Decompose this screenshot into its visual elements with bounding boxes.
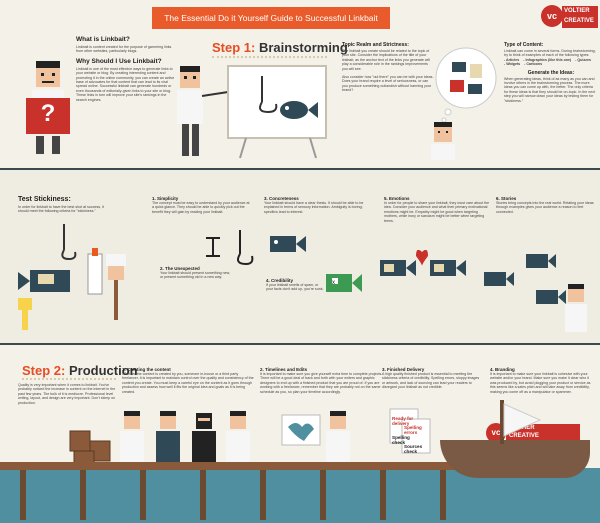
stickiness-item-5: 5. Emotions In order for people to share… xyxy=(384,196,490,223)
glue-fish-illustration xyxy=(18,224,126,330)
paper-label: Sources check xyxy=(404,444,423,454)
presenter-illustration xyxy=(177,65,327,159)
thinking-guy-illustration xyxy=(431,47,497,160)
step2-intro-text: Quality is very important when it comes … xyxy=(18,383,116,405)
page-title: The Essential Do it Yourself Guide to Su… xyxy=(164,13,378,23)
step2-title: Step 2: Production xyxy=(22,363,138,378)
list-item: - Cartoons xyxy=(524,62,543,67)
production-item-4: 4. Branding It is important to make sure… xyxy=(490,367,591,394)
credibility-fish-icon: x xyxy=(326,274,362,292)
header-banner: The Essential Do it Yourself Guide to Su… xyxy=(152,7,390,29)
ideas-text: When generating ideas, think of as many … xyxy=(504,76,596,103)
what-text: Linkbait is content created for the purp… xyxy=(76,45,172,54)
question-mark: ? xyxy=(40,100,56,127)
stories-fish-icon xyxy=(484,254,587,332)
production-dock-illustration xyxy=(69,408,431,466)
ship-mast xyxy=(500,400,542,444)
stickiness-item-2: 2. The Unexpected Your linkbait should p… xyxy=(160,266,230,280)
stickiness-item-4: 4. Credibility If your linkbait smells o… xyxy=(266,278,324,292)
divider xyxy=(212,56,327,58)
ideas-heading: Generate the Ideas: xyxy=(527,69,575,76)
dock xyxy=(0,462,470,470)
production-item-1: 1. Creating the content Whether the cont… xyxy=(122,367,254,394)
dock-pilings xyxy=(20,470,446,520)
svg-text:x: x xyxy=(332,280,335,286)
content-text: Linkbait can come in several forms. Duri… xyxy=(504,49,596,58)
list-item: - Quizzes xyxy=(575,57,591,62)
list-item: - Articles xyxy=(504,57,520,62)
logo-text-top: VOLTIER xyxy=(564,8,590,14)
stickiness-item-6: 6. Stories Stories bring concepts into t… xyxy=(496,196,594,214)
divider xyxy=(22,378,116,380)
question-guy-illustration xyxy=(26,61,70,154)
why-text: Linkbait is one of the most effective wa… xyxy=(76,66,175,102)
section-brainstorming: The Essential Do it Yourself Guide to Su… xyxy=(0,0,600,168)
list-item: - Widgets xyxy=(504,62,521,67)
content-heading: Type of Content: xyxy=(504,42,544,48)
content-block: Type of Content: Linkbait can come in se… xyxy=(504,42,598,103)
intro-block: What is Linkbait? Linkbait is content cr… xyxy=(76,36,176,102)
topic-text: The linkbait you create should be relate… xyxy=(342,49,430,71)
logo-text-bottom: CREATIVE xyxy=(509,433,539,439)
section-stickiness: Test Stickiness: In order for linkbait t… xyxy=(0,168,600,343)
what-heading: What is Linkbait? xyxy=(76,36,130,43)
topic-block: Topic Realm and Strictness: The linkbait… xyxy=(342,42,434,93)
topic-text-2: Also consider how "out there" you can be… xyxy=(342,75,434,93)
list-item: - Infographics (like this one) xyxy=(523,57,572,62)
stickiness-heading: Test Stickiness: xyxy=(18,196,71,203)
production-item-2: 2. Timelines and Edits It is important t… xyxy=(260,367,383,394)
stickiness-text: In order for linkbait to have the best s… xyxy=(18,205,104,214)
paper-label: Spelling errors xyxy=(404,425,422,435)
logo-text-bottom: CREATIVE xyxy=(564,18,594,24)
emotions-fish-icon xyxy=(380,250,466,276)
step2-intro: Quality is very important when it comes … xyxy=(18,383,118,405)
ship xyxy=(440,440,590,478)
stickiness-item-1: 1. Simplicity The concept must be easy t… xyxy=(152,196,250,214)
stickiness-intro: Test Stickiness: In order for linkbait t… xyxy=(18,196,108,214)
why-heading: Why Should I Use Linkbait? xyxy=(76,57,162,65)
production-item-3: 3. Finished Delivery A high quality fini… xyxy=(382,367,480,390)
content-list: - Articles - Infographics (like this one… xyxy=(504,58,598,67)
logo: VOLTIER CREATIVE xyxy=(562,6,598,28)
logo-mark: vc xyxy=(541,5,563,27)
topic-heading: Topic Realm and Strictness: xyxy=(342,42,409,48)
paper-label: Ready for delivery xyxy=(392,416,414,426)
concreteness-fish-icon xyxy=(270,236,306,252)
step1-title: Step 1: Brainstorming xyxy=(212,40,348,55)
paper-label: Spelling check xyxy=(392,435,410,445)
stickiness-item-3: 3. Concreteness Your linkbait should hav… xyxy=(264,196,364,214)
simplicity-hooks-icon xyxy=(206,230,254,266)
